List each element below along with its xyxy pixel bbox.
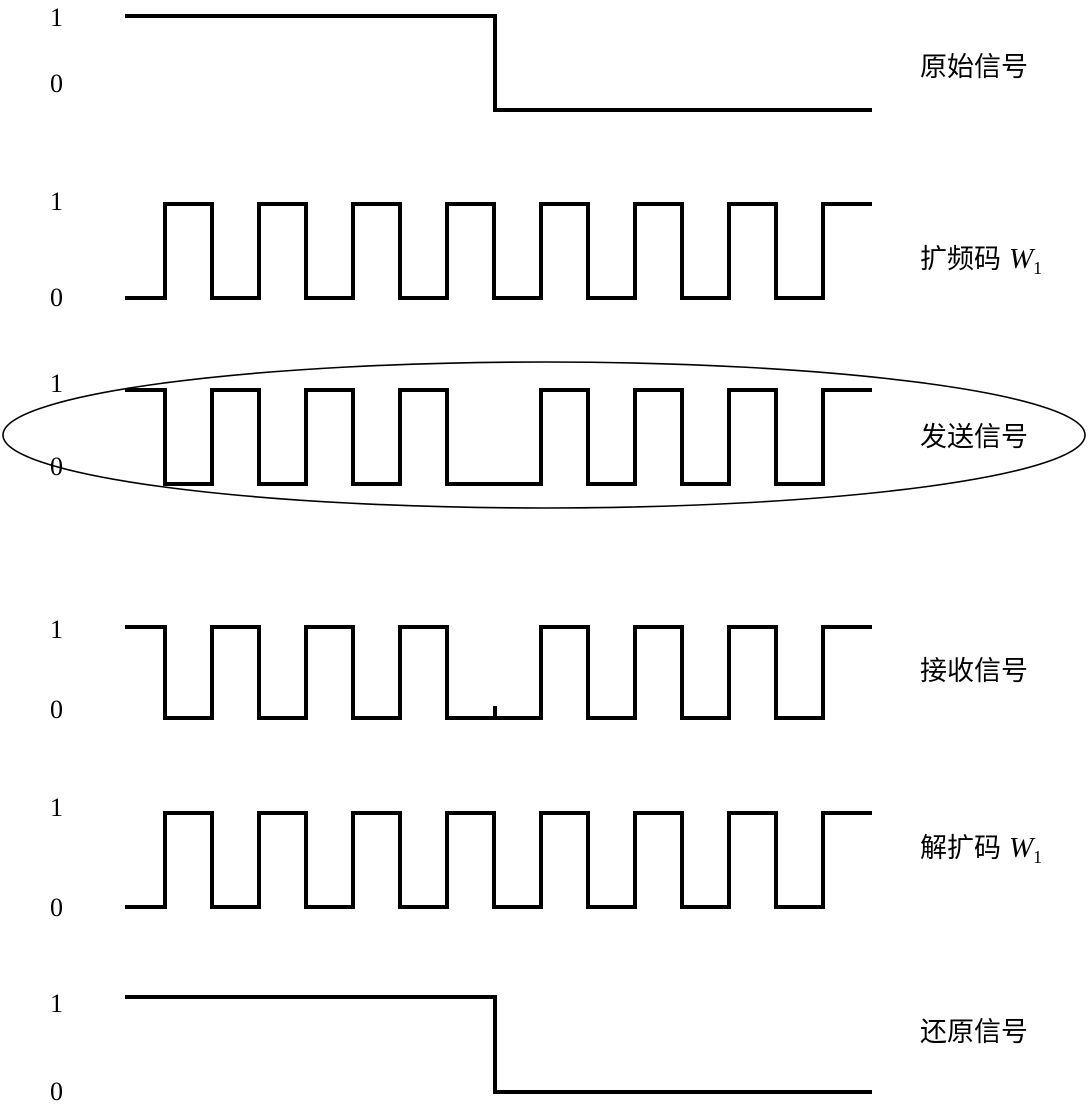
code-subscript: 1 [1033,847,1042,867]
waveform [125,14,872,112]
row-label-received: 接收信号 [920,656,1028,687]
row-label-recovered: 还原信号 [920,1017,1028,1048]
level-0-label: 0 [50,695,63,724]
level-1-label: 1 [50,3,63,32]
waveform [125,388,872,486]
code-symbol: W [1009,243,1036,275]
level-1-label: 1 [50,369,63,398]
level-1-label: 1 [50,793,63,822]
level-0-label: 0 [50,1077,63,1106]
code-subscript: 1 [1033,258,1042,278]
row-label-original: 原始信号 [920,52,1028,83]
waveform [125,625,872,720]
code-symbol: W [1009,832,1036,864]
row-label-despread-code: 解扩码 W1 [920,832,1042,867]
row-received: 1 0 接收信号 [50,615,1028,724]
highlight-ellipse [2,361,1086,509]
row-original: 1 0 原始信号 [50,3,1028,112]
row-recovered: 1 0 还原信号 [50,989,1028,1106]
level-0-label: 0 [50,893,63,922]
level-1-label: 1 [50,615,63,644]
row-label-transmitted: 发送信号 [920,422,1028,453]
row-label-text: 解扩码 [920,833,1001,864]
waveform [125,202,872,300]
waveform [125,995,872,1094]
level-1-label: 1 [50,989,63,1018]
level-0-label: 0 [50,69,63,98]
row-label-spread-code: 扩频码 W1 [920,243,1042,278]
level-0-label: 0 [50,452,63,481]
level-1-label: 1 [50,187,63,216]
waveform [125,811,872,909]
row-transmitted: 1 0 发送信号 [2,361,1086,509]
level-0-label: 0 [50,283,63,312]
row-label-text: 扩频码 [920,244,1001,275]
